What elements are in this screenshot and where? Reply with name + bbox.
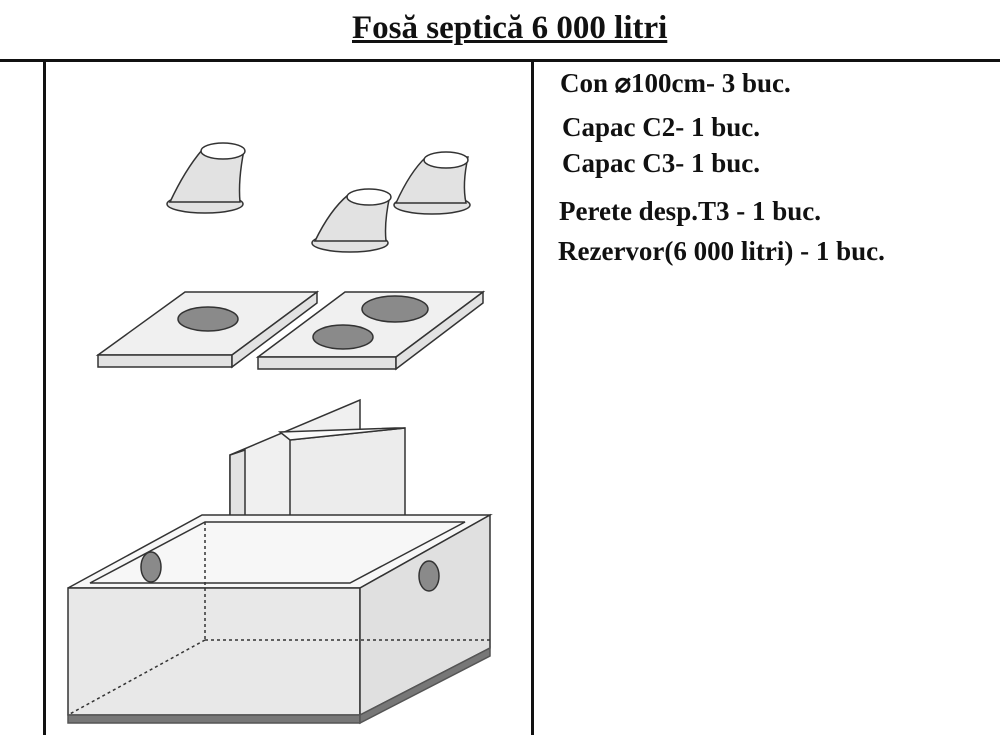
component-cover-c2: Capac C2- 1 buc.	[562, 112, 761, 142]
partition-wall	[229, 398, 406, 551]
cover-c2	[95, 290, 320, 369]
cone-2	[311, 188, 392, 253]
component-tank: Rezervor(6 000 litri) - 1 buc.	[558, 236, 885, 266]
cone-3	[393, 151, 471, 215]
component-partition-wall: Perete desp.T3 - 1 buc.	[559, 196, 821, 226]
cover-c3	[255, 290, 486, 371]
table-left-border	[43, 60, 46, 735]
page-title: Fosă septică 6 000 litri	[352, 10, 668, 46]
table-column-divider	[531, 60, 534, 735]
cone-1	[166, 142, 246, 214]
table-top-border	[0, 59, 1000, 62]
tank	[67, 513, 493, 725]
component-cone: Con ⌀100cm- 3 buc.	[560, 68, 791, 98]
component-cover-c3: Capac C3- 1 buc.	[562, 148, 761, 178]
